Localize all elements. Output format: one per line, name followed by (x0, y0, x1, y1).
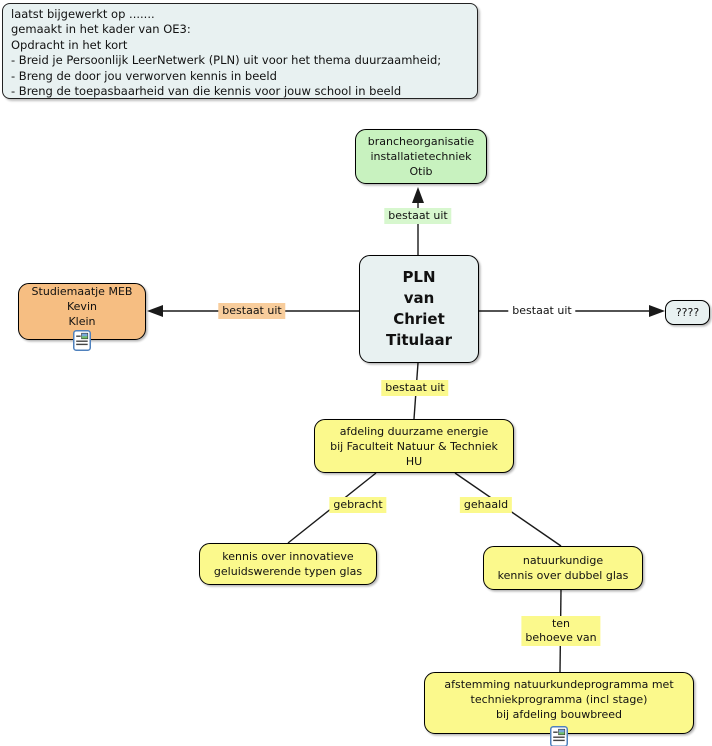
arrowhead-right-icon (649, 305, 665, 317)
note-line: gemaakt in het kader van OE3: (11, 22, 191, 37)
node-kennis-geluidswerend-glas[interactable]: kennis over innovatieve geluidswerende t… (199, 543, 377, 585)
node-text-line: techniekprogramma (incl stage) (470, 692, 648, 706)
node-studiemaatje[interactable]: Studiemaatje MEB Kevin Klein (18, 283, 146, 351)
link-label-gebracht[interactable]: gebracht (329, 497, 387, 513)
document-resource-icon[interactable] (550, 726, 568, 746)
note-line: - Breid je Persoonlijk LeerNetwerk (PLN)… (11, 53, 442, 68)
node-text-line: bij Faculteit Natuur & Techniek (330, 439, 498, 453)
node-afstemming-programma[interactable]: afstemming natuurkundeprogramma met tech… (424, 672, 694, 746)
node-text-line: afdeling duurzame energie (339, 424, 489, 438)
node-text-line: van (403, 289, 435, 307)
node-text-line: brancheorganisatie (367, 135, 475, 148)
node-text-line: Titulaar (385, 331, 452, 349)
note-line: - Breng de toepasbaarheid van die kennis… (11, 84, 402, 99)
node-text-line: geluidswerende typen glas (213, 565, 363, 578)
node-text-line: Otib (409, 165, 433, 178)
node-pln-central[interactable]: PLN van Chriet Titulaar (359, 255, 479, 363)
node-text-line: kennis over innovatieve (222, 550, 354, 563)
note-line: laatst bijgewerkt op ....... (11, 7, 155, 21)
node-text-line: PLN (402, 268, 436, 286)
node-text-line: ???? (675, 306, 700, 319)
link-label-line: ten (551, 617, 571, 630)
link-label-bestaat-uit-left[interactable]: bestaat uit (218, 303, 286, 319)
arrowhead-up-icon (412, 187, 424, 203)
node-text-line: HU (405, 454, 423, 468)
link-label-bestaat-uit-top[interactable]: bestaat uit (384, 208, 452, 224)
node-text-line: installatietechniek (370, 150, 472, 163)
node-text-line: Studiemaatje MEB (31, 285, 133, 298)
node-text-line: kennis over dubbel glas (497, 569, 629, 582)
link-label-gehaald[interactable]: gehaald (459, 497, 513, 513)
node-text-line: bij afdeling bouwbreed (496, 707, 622, 721)
arrowhead-left-icon (147, 305, 163, 317)
node-otib[interactable]: brancheorganisatie installatietechniek O… (355, 129, 487, 184)
note-line: Opdracht in het kort (11, 37, 128, 52)
node-text-line: Chriet (393, 310, 445, 328)
link-label-line: behoeve van (525, 631, 597, 644)
node-text-line: Kevin (67, 300, 97, 313)
link-label-ten-behoeve-van[interactable]: ten behoeve van (521, 616, 601, 646)
node-text-line: afstemming natuurkundeprogramma met (444, 677, 674, 691)
document-resource-icon[interactable] (73, 330, 91, 351)
link-label-bestaat-uit-right[interactable]: bestaat uit (508, 303, 576, 319)
node-unknown[interactable]: ???? (665, 300, 710, 325)
link-label-bestaat-uit-bottom[interactable]: bestaat uit (381, 380, 449, 396)
node-afdeling-duurzame-energie[interactable]: afdeling duurzame energie bij Faculteit … (314, 419, 514, 473)
node-text-line: natuurkundige (522, 554, 604, 567)
node-natuurkundige-kennis[interactable]: natuurkundige kennis over dubbel glas (483, 546, 643, 590)
node-text-line: Klein (68, 315, 96, 328)
annotation-note-box[interactable]: laatst bijgewerkt op ....... gemaakt in … (2, 3, 478, 99)
note-line: - Breng de door jou verworven kennis in … (11, 68, 277, 83)
